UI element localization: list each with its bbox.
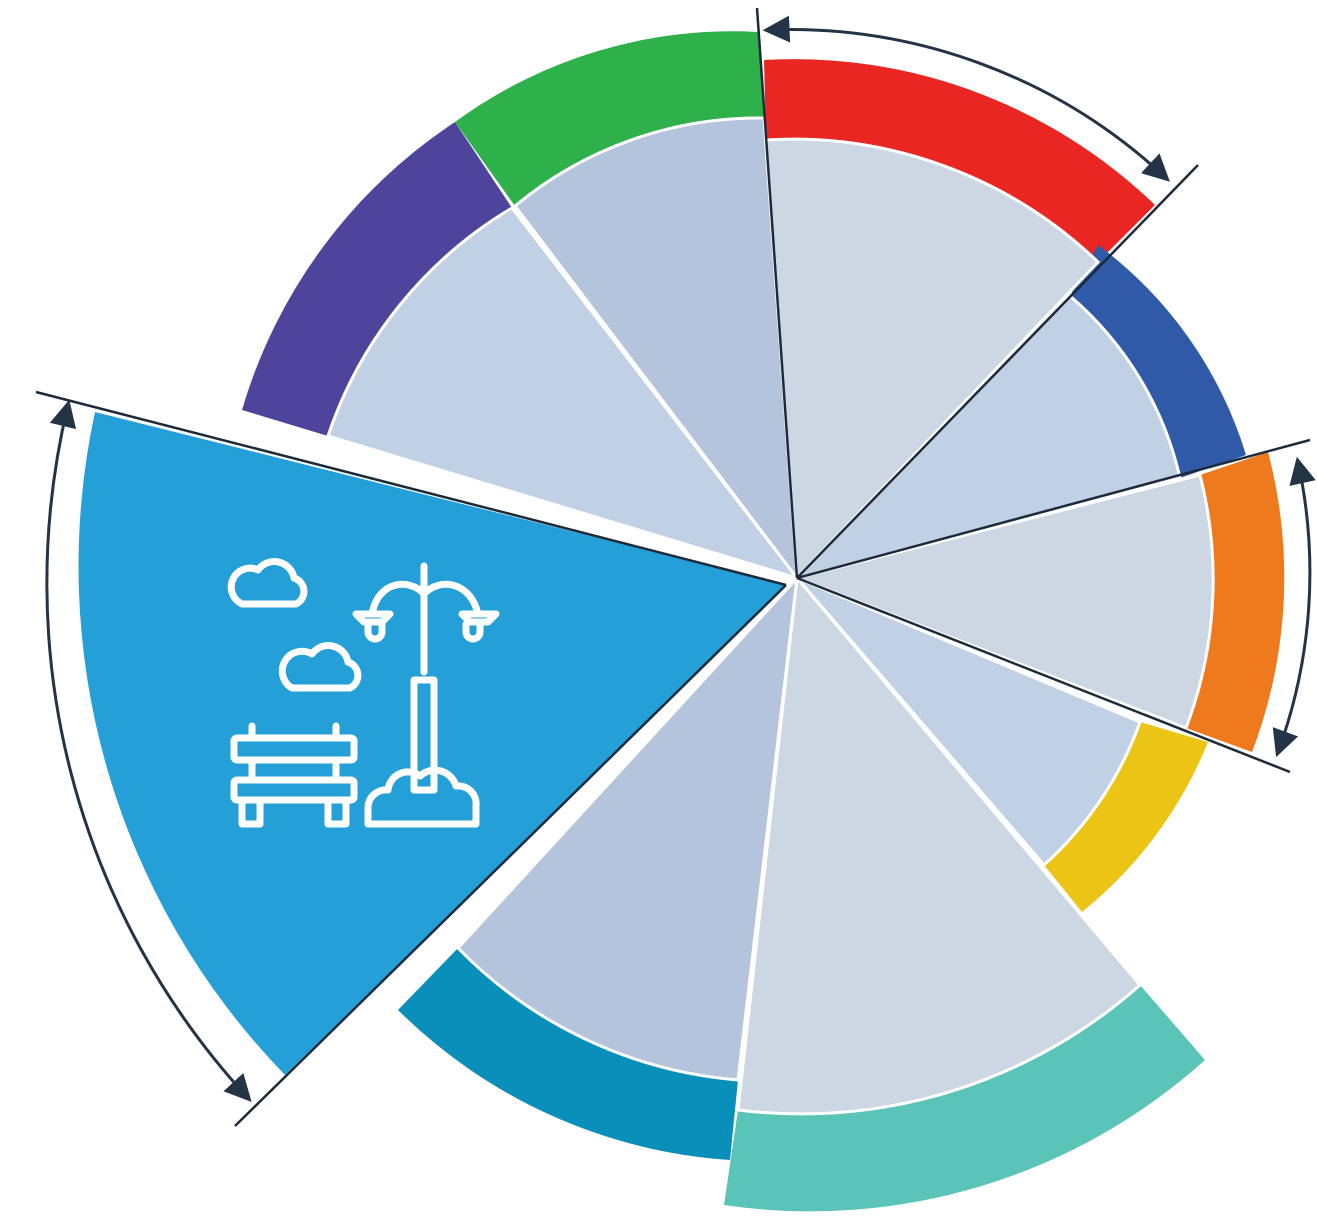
wedge-purple (326, 206, 802, 581)
wedge-orange (792, 473, 1215, 730)
band-blue (1070, 245, 1246, 478)
street-lamp-icon (352, 562, 500, 794)
arrow-left (45, 399, 252, 1102)
wedge-dark-cyan (455, 573, 800, 1082)
band-green (455, 31, 764, 206)
wedge-yellow (795, 576, 1142, 868)
bush-icon (364, 766, 480, 828)
inner-wedges (326, 116, 1215, 1116)
band-purple (242, 122, 512, 436)
wedge-green (512, 116, 799, 583)
wedge-teal (736, 574, 1143, 1116)
wedge-blue (792, 293, 1182, 581)
arrow-top-right (762, 15, 1170, 182)
cloud-icon (278, 642, 362, 692)
band-dark-cyan (398, 948, 738, 1160)
arrow-right (1272, 456, 1316, 758)
band-teal (724, 985, 1205, 1212)
bench-icon (230, 722, 358, 828)
cloud-icon (227, 558, 308, 608)
park-bench-lamp-icon (227, 558, 500, 828)
double-arrows (45, 15, 1316, 1102)
band-yellow (1044, 722, 1208, 912)
